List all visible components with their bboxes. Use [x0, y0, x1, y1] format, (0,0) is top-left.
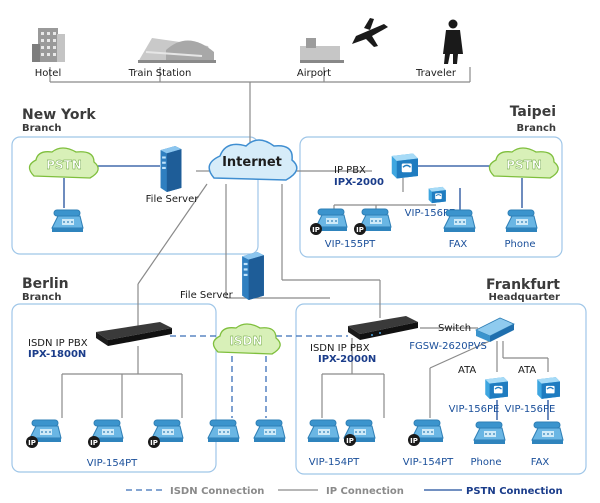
frankfurt-pbx-model: IPX-2000N: [318, 354, 376, 365]
frankfurt-phone-1: [307, 419, 340, 443]
new-york-pstn-label: PSTN: [46, 158, 82, 172]
berlin-subtitle: Branch: [22, 292, 61, 303]
taipei-phone: [505, 209, 538, 233]
berlin-ip-badge-3: IP: [148, 436, 160, 448]
frankfurt-ata-2: [536, 376, 560, 400]
frankfurt-ip-pbx: [348, 316, 418, 340]
new-york-file-server-label: File Server: [146, 194, 200, 205]
berlin-ip-badge-1: IP: [26, 436, 38, 448]
frankfurt-fax-label: FAX: [531, 457, 550, 468]
center-file-server-label: File Server: [180, 290, 234, 301]
legend-isdn-label: ISDN Connection: [170, 486, 264, 497]
frankfurt-gateway-label-2: VIP-156PE: [505, 404, 556, 415]
new-york-title: New York: [22, 107, 96, 123]
taipei-ip-badge-2: IP: [354, 223, 366, 235]
berlin-ip-badge-2: IP: [88, 436, 100, 448]
legend-pstn-label: PSTN Connection: [466, 486, 563, 497]
frankfurt-phone-model-2: VIP-154PT: [403, 457, 454, 468]
internet-label: Internet: [222, 155, 282, 170]
new-york-subtitle: Branch: [22, 123, 61, 134]
taipei-gateway: [428, 186, 446, 204]
frankfurt-ip-badge-2: IP: [408, 434, 420, 446]
train-station-icon: [138, 38, 216, 63]
frankfurt-fax: [531, 421, 564, 445]
taipei-pbx-model: IPX-2000: [334, 177, 384, 188]
svg-text:IP: IP: [150, 439, 158, 447]
frankfurt-ata-label-2: ATA: [518, 365, 536, 376]
pstn-connections: [63, 165, 549, 420]
frankfurt-gateway-label-1: VIP-156PE: [449, 404, 500, 415]
frankfurt-title: Frankfurt: [486, 277, 560, 293]
isdn-phone-1: [207, 419, 240, 443]
svg-text:IP: IP: [90, 439, 98, 447]
ip-connections: [49, 67, 549, 418]
berlin-ip-pbx: [96, 322, 172, 346]
frankfurt-switch: [475, 317, 515, 342]
taipei-pstn-label: PSTN: [506, 158, 542, 172]
taipei-phone-label: Phone: [505, 239, 536, 250]
svg-text:IP: IP: [346, 437, 354, 445]
isdn-label: ISDN: [229, 334, 262, 348]
legend-ip-label: IP Connection: [326, 486, 404, 497]
airport-icon: [300, 18, 388, 63]
frankfurt-ip-badge-1: IP: [344, 434, 356, 446]
center-file-server: [242, 252, 264, 300]
new-york-pstn-cloud: PSTN: [28, 147, 99, 179]
legend: ISDN Connection IP Connection PSTN Conne…: [126, 486, 563, 497]
frankfurt-phone-4: [473, 421, 506, 445]
svg-text:IP: IP: [410, 437, 418, 445]
frankfurt-phone-label: Phone: [471, 457, 502, 468]
isdn-connections: [170, 335, 348, 418]
frankfurt-ata-1: [484, 376, 508, 400]
airport-label: Airport: [297, 68, 331, 79]
taipei-fax: [443, 209, 476, 233]
taipei-pbx-label: IP PBX: [334, 165, 366, 176]
taipei-ip-badge-1: IP: [310, 223, 322, 235]
taipei-ip-pbx: [390, 152, 418, 180]
frankfurt-pbx-label: ISDN IP PBX: [310, 343, 370, 354]
berlin-title: Berlin: [22, 276, 69, 292]
frankfurt-phone-model-1: VIP-154PT: [309, 457, 360, 468]
taipei-subtitle: Branch: [517, 123, 556, 134]
taipei-fax-label: FAX: [449, 239, 468, 250]
frankfurt-switch-model: FGSW-2620PVS: [409, 341, 487, 352]
svg-text:IP: IP: [312, 226, 320, 234]
frankfurt-switch-label: Switch: [438, 323, 471, 334]
taipei-gateway-label: VIP-156PE: [405, 208, 456, 219]
berlin-pbx-label: ISDN IP PBX: [28, 338, 88, 349]
new-york-phone: [51, 209, 84, 233]
traveler-icon: [443, 19, 463, 64]
train-station-label: Train Station: [128, 68, 192, 79]
taipei-phone-model: VIP-155PT: [325, 239, 376, 250]
berlin-phone-model: VIP-154PT: [87, 458, 138, 469]
frankfurt-ata-label-1: ATA: [458, 365, 476, 376]
frankfurt-subtitle: Headquarter: [488, 292, 560, 303]
internet-cloud: Internet: [208, 139, 298, 181]
taipei-title: Taipei: [510, 104, 556, 120]
traveler-label: Traveler: [415, 68, 457, 79]
isdn-cloud: ISDN: [212, 323, 281, 355]
svg-text:IP: IP: [356, 226, 364, 234]
new-york-file-server: [160, 146, 182, 192]
svg-text:IP: IP: [28, 439, 36, 447]
taipei-pstn-cloud: PSTN: [488, 147, 559, 179]
hotel-icon: [32, 28, 65, 62]
berlin-pbx-model: IPX-1800N: [28, 349, 86, 360]
isdn-phone-2: [253, 419, 286, 443]
hotel-label: Hotel: [35, 68, 62, 79]
